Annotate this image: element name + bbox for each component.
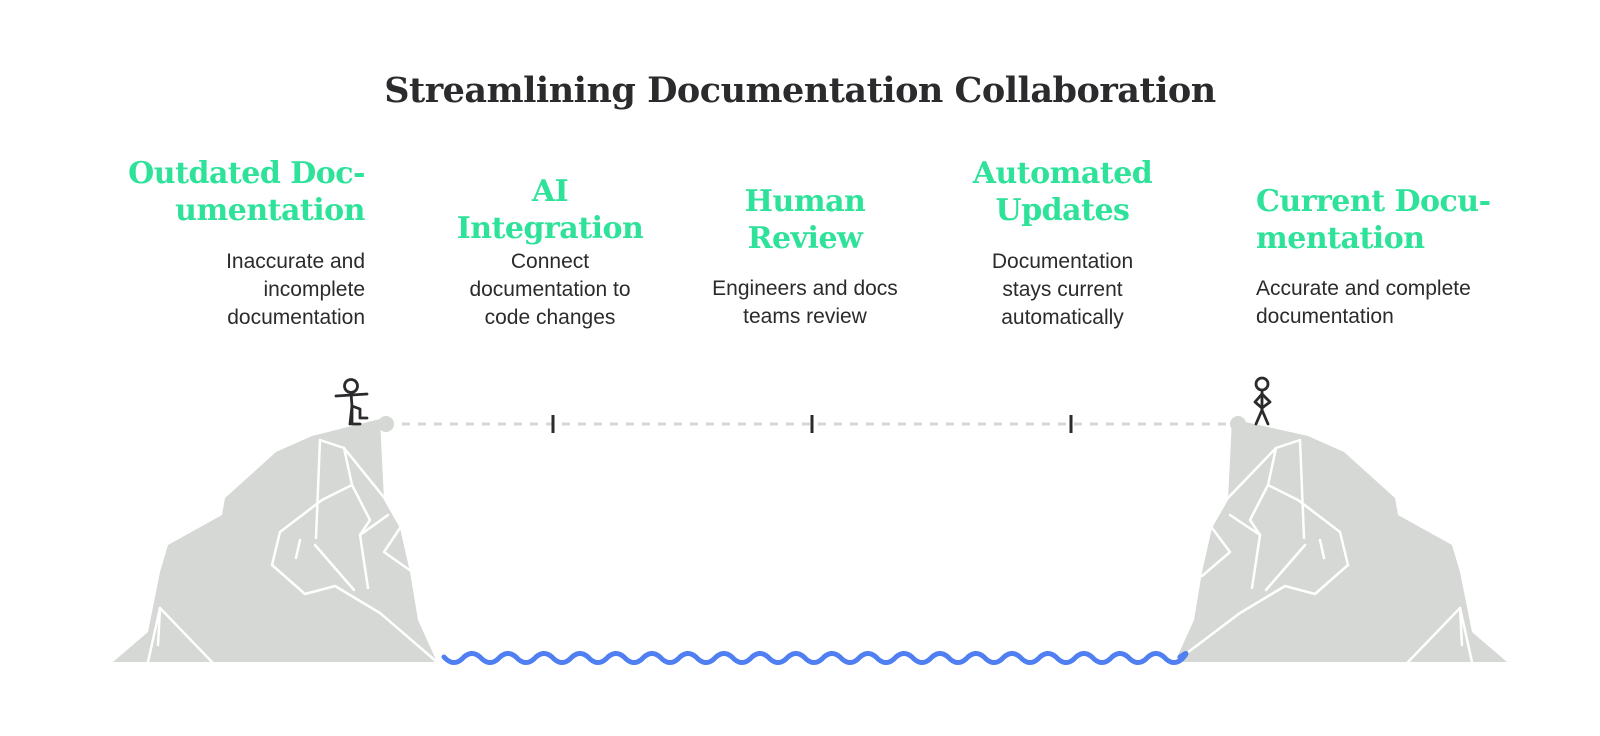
person-stepping-icon xyxy=(334,378,369,426)
heading-line: mentation xyxy=(1256,221,1425,256)
bridge-anchor-left xyxy=(378,416,394,432)
heading-line: Updates xyxy=(995,193,1130,228)
description-line: documentation xyxy=(1256,305,1394,328)
heading-line: Integration xyxy=(456,211,644,246)
water-waves xyxy=(441,651,1189,665)
heading-line: Review xyxy=(747,221,863,256)
heading-line: Automated xyxy=(972,156,1153,191)
heading-line: Current Docu- xyxy=(1256,184,1491,219)
stage-human-review-heading: Human Review xyxy=(690,183,920,257)
description-line: Accurate and complete xyxy=(1256,277,1471,300)
description-line: incomplete xyxy=(263,278,365,301)
stage-ai-integration-description: Connect documentation to code changes xyxy=(435,248,665,332)
description-line: code changes xyxy=(484,306,616,329)
stage-automated-updates-description: Documentation stays current automaticall… xyxy=(945,248,1180,332)
description-line: teams review xyxy=(743,305,867,328)
heading-line: Outdated Doc- xyxy=(128,156,365,191)
heading-line: Human xyxy=(744,184,866,219)
description-line: Documentation xyxy=(991,250,1134,273)
heading-line: umentation xyxy=(175,193,365,228)
diagram-title: Streamlining Documentation Collaboration xyxy=(384,70,1216,111)
stage-current-documentation-heading: Current Docu- mentation xyxy=(1256,183,1546,257)
right-cliff xyxy=(1173,419,1507,664)
stage-human-review-description: Engineers and docs teams review xyxy=(690,275,920,331)
description-line: stays current xyxy=(1002,278,1123,301)
heading-line: AI xyxy=(531,174,569,209)
description-line: documentation to xyxy=(469,278,631,301)
description-line: Inaccurate and xyxy=(226,250,365,273)
stage-ai-integration-heading: AI Integration xyxy=(435,173,665,247)
description-line: documentation xyxy=(227,306,365,329)
stage-outdated-documentation-heading: Outdated Doc- umentation xyxy=(110,155,365,229)
person-standing-icon xyxy=(1253,376,1272,426)
description-line: automatically xyxy=(1001,306,1124,329)
left-cliff xyxy=(113,419,439,664)
stage-automated-updates-heading: Automated Updates xyxy=(945,155,1180,229)
bridge-anchor-right xyxy=(1230,416,1246,432)
description-line: Engineers and docs xyxy=(712,277,898,300)
stage-outdated-documentation-description: Inaccurate and incomplete documentation xyxy=(110,248,365,332)
stage-current-documentation-description: Accurate and complete documentation xyxy=(1256,275,1546,331)
description-line: Connect xyxy=(510,250,590,273)
